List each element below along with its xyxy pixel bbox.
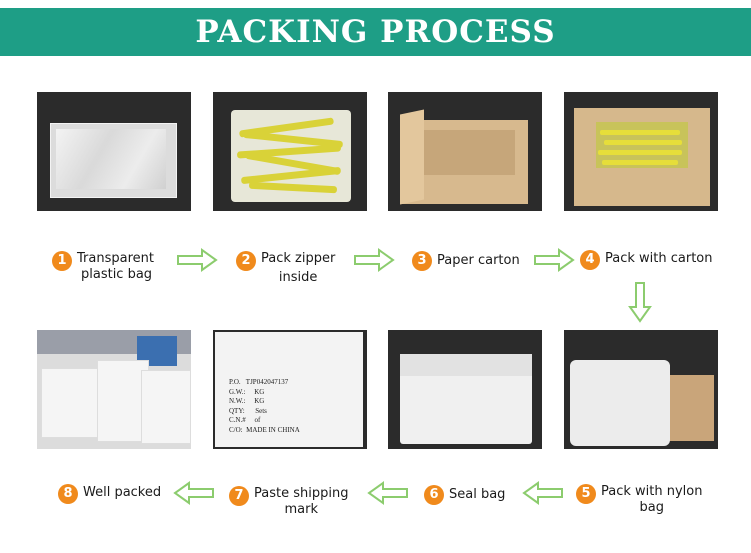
shipping-mark-nw: N.W.: KG (229, 397, 265, 405)
photo-pack-with-carton (564, 92, 718, 211)
step-2-badge: 2 (236, 251, 256, 271)
shipping-mark-co: C/O: MADE IN CHINA (229, 425, 300, 434)
step-1-label-line1: Transparent (77, 251, 154, 266)
step-2: 2 Pack zipper inside (236, 251, 335, 286)
step-3: 3 Paper carton (412, 251, 520, 271)
step-6-label-line1: Seal bag (449, 487, 506, 502)
step-2-label-line1: Pack zipper (261, 251, 336, 266)
page-title: PACKING PROCESS (195, 14, 556, 50)
arrow-right-icon (354, 248, 395, 272)
arrow-right-icon (177, 248, 218, 272)
step-2-label-line2: inside (278, 270, 318, 285)
shipping-mark-po: P.O. TJP042047137 (229, 378, 289, 386)
shipping-mark-cn: C.N.# of (229, 416, 261, 424)
step-7-label-line1: Paste shipping (254, 486, 349, 501)
step-7: 7 Paste shipping mark (229, 486, 348, 518)
arrow-left-icon (173, 481, 214, 505)
step-1: 1 Transparent plastic bag (52, 251, 154, 283)
step-8: 8 Well packed (58, 484, 161, 504)
step-3-label-line1: Paper carton (437, 253, 520, 268)
header-banner: PACKING PROCESS (0, 0, 751, 62)
photo-transparent-plastic-bag (37, 92, 191, 211)
shipping-mark-gw: G.W.: KG (229, 387, 265, 396)
step-6: 6 Seal bag (424, 485, 505, 505)
step-4-label-line1: Pack with carton (605, 251, 713, 266)
photo-paper-carton (388, 92, 542, 211)
step-8-label-line1: Well packed (83, 485, 162, 500)
arrow-right-icon (534, 248, 575, 272)
photo-nylon-bag (564, 330, 718, 449)
step-6-badge: 6 (424, 485, 444, 505)
header-bar (0, 8, 751, 56)
step-4: 4 Pack with carton (580, 250, 713, 270)
photo-pack-zipper (213, 92, 367, 211)
shipping-mark-qty: QTY: Sets (229, 406, 267, 415)
photo-well-packed (37, 330, 191, 449)
arrow-left-icon (522, 481, 563, 505)
step-5: 5 Pack with nylon bag (576, 484, 702, 516)
step-1-label-line2: plastic bag (81, 267, 153, 282)
step-5-label-line1: Pack with nylon (601, 484, 703, 499)
step-4-badge: 4 (580, 250, 600, 270)
step-7-label-line2: mark (284, 502, 318, 517)
step-7-badge: 7 (229, 486, 249, 506)
photo-seal-bag (388, 330, 542, 449)
arrow-down-icon (628, 282, 652, 323)
step-3-badge: 3 (412, 251, 432, 271)
step-1-badge: 1 (52, 251, 72, 271)
step-5-badge: 5 (576, 484, 596, 504)
step-5-label-line2: bag (639, 500, 664, 515)
arrow-left-icon (367, 481, 408, 505)
step-8-badge: 8 (58, 484, 78, 504)
